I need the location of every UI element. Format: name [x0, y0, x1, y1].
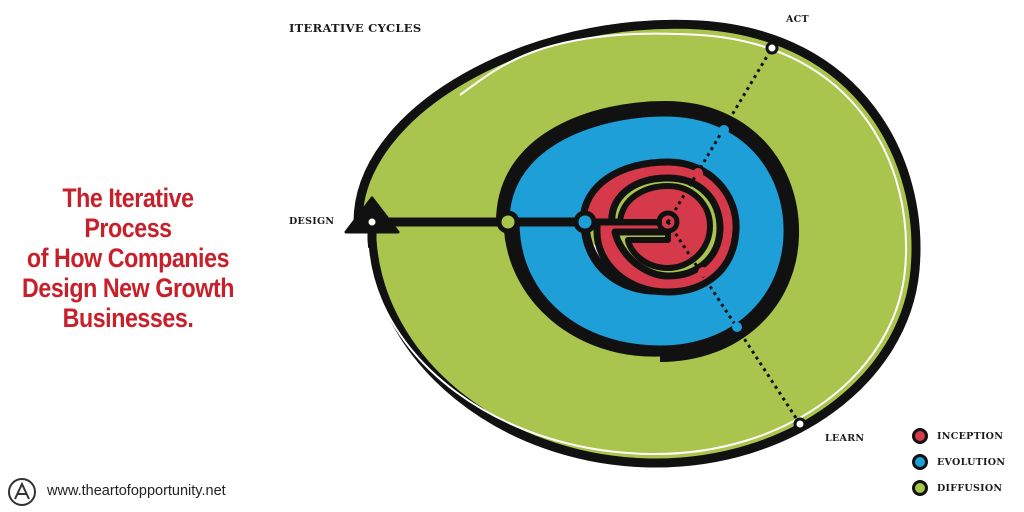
act-connector — [666, 47, 774, 223]
inception-core — [617, 183, 713, 271]
headline-line-3: Design New Growth — [21, 273, 235, 303]
legend-swatch-evolution — [912, 454, 928, 470]
legend-swatch-diffusion — [912, 480, 928, 496]
learn-node — [793, 417, 807, 431]
evolution-outline — [496, 100, 800, 362]
design-arrowhead — [344, 196, 400, 234]
art-of-opportunity-logo-icon — [8, 478, 36, 506]
stage-label-design: DESIGN — [289, 216, 335, 227]
site-url[interactable]: www.theartofopportunity.net — [47, 483, 226, 499]
design-node — [365, 215, 379, 229]
evolution-act-node — [719, 125, 729, 135]
headline-line-4: Businesses. — [62, 303, 194, 333]
legend-swatch-inception — [912, 428, 928, 444]
stage-label-learn: LEARN — [825, 433, 865, 444]
evolution-node — [573, 210, 597, 234]
diffusion-inner-line — [367, 32, 907, 456]
legend-label-inception: INCEPTION — [937, 431, 1004, 442]
inception-learn-node — [698, 267, 708, 277]
legend-label-evolution: EVOLUTION — [937, 457, 1006, 468]
headline-line-1: The Iterative Process — [62, 183, 194, 243]
diffusion-node — [496, 210, 520, 234]
legend-label-diffusion: DIFFUSION — [937, 483, 1003, 494]
diagram-title: ITERATIVE CYCLES — [289, 21, 422, 35]
stage-label-act: ACT — [786, 14, 809, 25]
act-node — [765, 41, 779, 55]
evolution-learn-node — [732, 322, 742, 332]
headline: The Iterative Process of How Companies D… — [18, 183, 238, 333]
inception-act-node — [693, 168, 703, 178]
headline-line-2: of How Companies — [26, 243, 230, 273]
